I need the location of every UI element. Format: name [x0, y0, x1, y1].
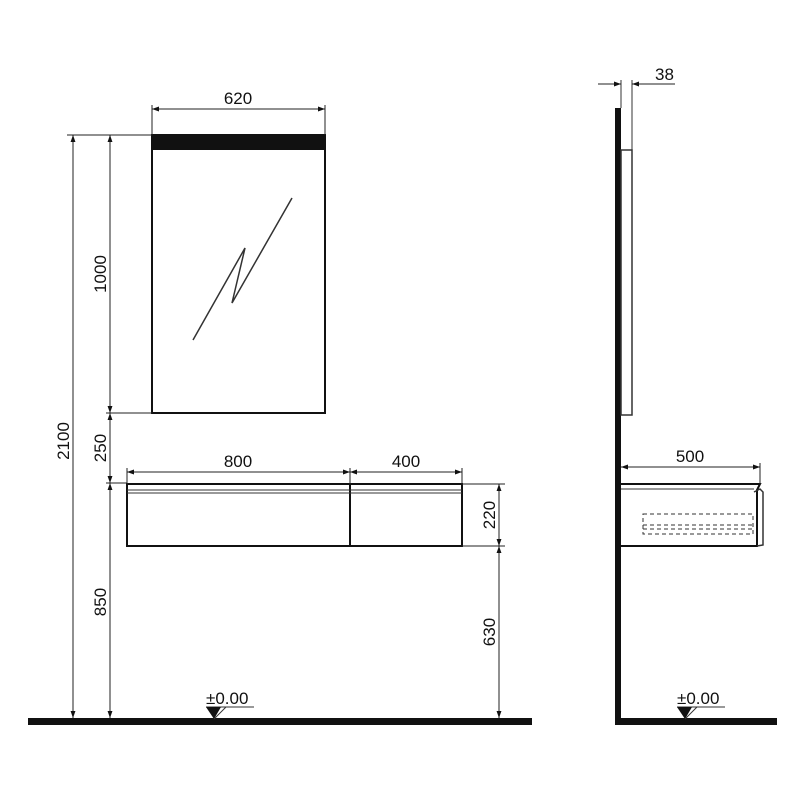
- mirror-reflection-icon: [192, 197, 293, 341]
- dim-mirror-height: 1000: [91, 135, 113, 413]
- cabinet-front: [126, 483, 463, 547]
- dim-total-height: 2100: [54, 135, 76, 718]
- mount-height-label: 850: [91, 588, 110, 616]
- dim-mirror-depth: 38: [598, 65, 675, 87]
- dim-cabinet-heights: 220 630: [462, 483, 505, 718]
- floor-level-label-front: ±0.00: [206, 689, 248, 708]
- floor-line-front: [28, 718, 532, 725]
- front-view: 620 2100 1000 250 850: [28, 89, 532, 725]
- bottom-clearance-label: 630: [480, 618, 499, 646]
- dim-gap: 250: [91, 413, 113, 483]
- gap-label: 250: [91, 434, 110, 462]
- side-view: 38 500 ±0.00: [598, 65, 777, 725]
- wall-side: [615, 108, 621, 725]
- floor-line-side: [615, 718, 777, 725]
- mirror-front: [151, 134, 326, 414]
- mirror-width-label: 620: [224, 89, 252, 108]
- cabinet-right-width-label: 400: [392, 452, 420, 471]
- floor-level-marker-side: ±0.00: [677, 689, 725, 720]
- cabinet-left-width-label: 800: [224, 452, 252, 471]
- dim-mirror-width: 620: [151, 89, 326, 135]
- cabinet-height-label: 220: [480, 501, 499, 529]
- floor-level-label-side: ±0.00: [677, 689, 719, 708]
- cabinet-depth-label: 500: [676, 447, 704, 466]
- dim-cabinet-widths: 800 400: [126, 452, 463, 484]
- floor-level-marker-front: ±0.00: [206, 689, 254, 720]
- mirror-depth-label: 38: [655, 65, 674, 84]
- dim-mount-height: 850: [91, 483, 113, 718]
- dim-cabinet-depth: 500: [621, 447, 761, 484]
- total-height-label: 2100: [54, 422, 73, 460]
- mirror-height-label: 1000: [91, 255, 110, 293]
- mirror-side: [620, 80, 633, 416]
- cabinet-side: [621, 483, 764, 547]
